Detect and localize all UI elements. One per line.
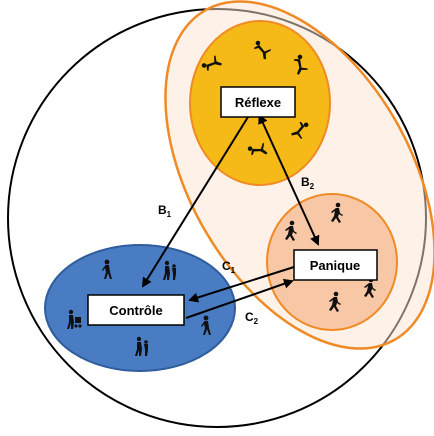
panique-label: Panique — [310, 258, 361, 273]
panique-node: Panique — [294, 250, 377, 280]
reflexe-label: Réflexe — [235, 95, 281, 110]
reflexe-node: Réflexe — [221, 87, 295, 117]
controle-node: Contrôle — [88, 295, 184, 325]
controle-label: Contrôle — [109, 303, 162, 318]
